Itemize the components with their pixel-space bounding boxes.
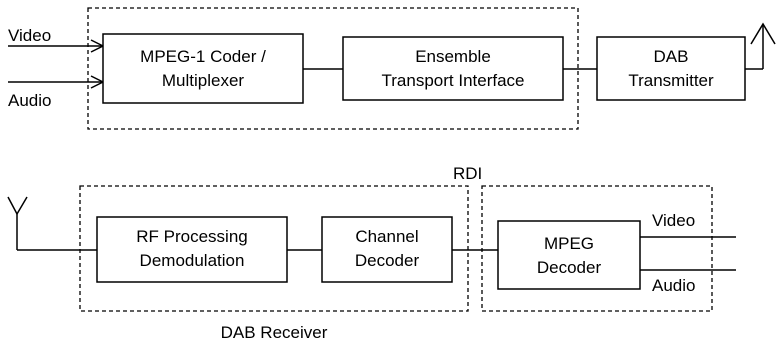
mpeg-label-line1: MPEG	[544, 234, 594, 253]
dab-receiver-label: DAB Receiver	[221, 323, 328, 342]
dab-receiver-group-boundary	[79, 185, 469, 312]
channel-label-line2: Decoder	[355, 251, 420, 270]
transmitter-label-line2: Transmitter	[628, 71, 714, 90]
transmitter-label-line1: DAB	[654, 47, 689, 66]
eti-label-line1: Ensemble	[415, 47, 491, 66]
output-audio-label: Audio	[652, 276, 695, 295]
input-audio-label: Audio	[8, 91, 51, 110]
transmit-antenna-icon	[745, 22, 776, 70]
eti-label-line2: Transport Interface	[382, 71, 525, 90]
mpeg-decoder-group-boundary	[481, 185, 713, 312]
rdi-label: RDI	[453, 164, 482, 183]
rf-label-line2: Demodulation	[140, 251, 245, 270]
input-video-label: Video	[8, 26, 51, 45]
channel-label-line1: Channel	[355, 227, 418, 246]
receive-antenna-icon	[7, 196, 97, 251]
mpeg-label-line2: Decoder	[537, 258, 602, 277]
coder-label-line1: MPEG-1 Coder /	[140, 47, 266, 66]
ensemble-transport-interface-block	[342, 36, 564, 101]
rf-label-line1: RF Processing	[136, 227, 247, 246]
mpeg-decoder-block	[497, 220, 641, 290]
channel-decoder-block	[321, 216, 453, 283]
transmitter-group-boundary	[87, 7, 579, 130]
dab-transmitter-block	[596, 36, 746, 101]
mpeg1-coder-multiplexer-block	[102, 33, 304, 104]
output-video-label: Video	[652, 211, 695, 230]
coder-label-line2: Multiplexer	[162, 71, 245, 90]
